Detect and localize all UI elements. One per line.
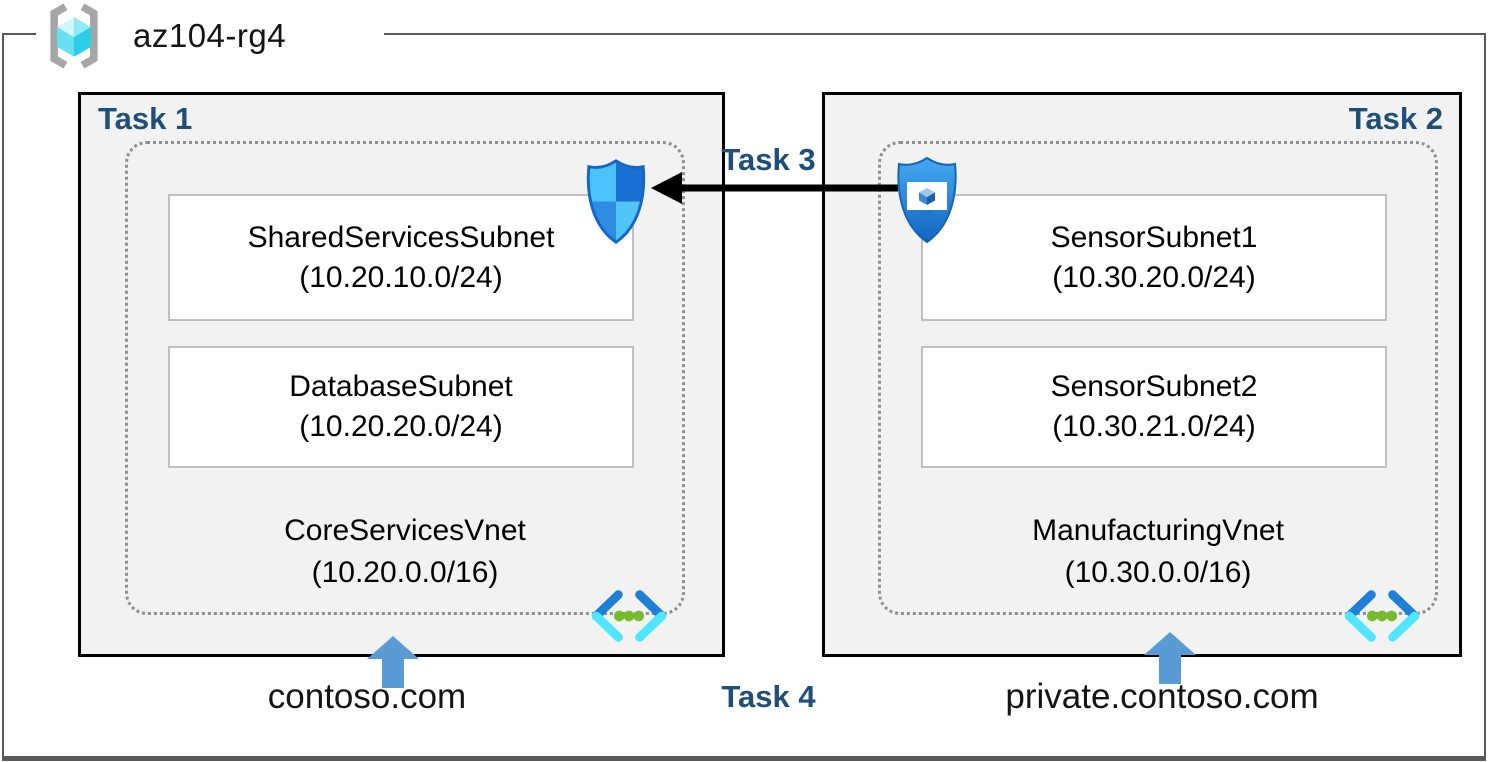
vnet-name: CoreServicesVnet [284,514,526,547]
dns-arrow-right [1144,632,1196,684]
task3-arrow [651,172,898,204]
task1-box: Task 1 SharedServicesSubnet (10.20.10.0/… [78,92,725,657]
vnet-cidr: (10.30.0.0/16) [1064,556,1252,589]
shared-services-subnet-box: SharedServicesSubnet (10.20.10.0/24) [168,194,634,321]
dns-zone-label-left: contoso.com [267,677,467,716]
dns-arrow-left [367,636,419,688]
boundary-label-gap [36,25,384,41]
task3-label: Task 3 [721,142,816,177]
vnet-label: CoreServicesVnet (10.20.0.0/16) [128,510,682,594]
task1-label: Task 1 [98,101,193,136]
manufacturing-vnet-box: SensorSubnet1 (10.30.20.0/24) SensorSubn… [878,141,1438,642]
subnet-name: SharedServicesSubnet [247,220,555,254]
core-services-vnet-box: SharedServicesSubnet (10.20.10.0/24) Dat… [125,141,685,642]
subnet-cidr: (10.20.10.0/24) [299,260,503,294]
vnet-cidr: (10.20.0.0/16) [311,556,499,589]
subnet-name: SensorSubnet1 [1050,220,1258,254]
sensor-subnet2-box: SensorSubnet2 (10.30.21.0/24) [921,346,1387,468]
subnet-name: DatabaseSubnet [289,370,513,403]
virtual-network-icon [591,590,667,642]
vnet-name: ManufacturingVnet [1032,514,1284,547]
vnet-label: ManufacturingVnet (10.30.0.0/16) [881,510,1435,594]
subnet-name: SensorSubnet2 [1050,370,1258,403]
subnet-cidr: (10.30.20.0/24) [1052,260,1256,294]
task4-label: Task 4 [721,679,816,714]
resource-group-boundary [2,33,1486,761]
network-security-group-shield-icon [586,159,646,244]
sensor-subnet1-box: SensorSubnet1 (10.30.20.0/24) [921,194,1387,321]
subnet-cidr: (10.30.21.0/24) [1052,410,1256,443]
shielded-monitor-icon [897,156,957,244]
database-subnet-box: DatabaseSubnet (10.20.20.0/24) [168,346,634,468]
resource-group-name: az104-rg4 [133,17,287,54]
virtual-network-icon [1344,590,1420,642]
subnet-cidr: (10.20.20.0/24) [299,410,503,443]
task2-box: Task 2 SensorSubnet1 (10.30.20.0/24) Sen… [822,92,1462,657]
task2-label: Task 2 [1348,101,1443,136]
resource-group-icon [50,3,98,69]
